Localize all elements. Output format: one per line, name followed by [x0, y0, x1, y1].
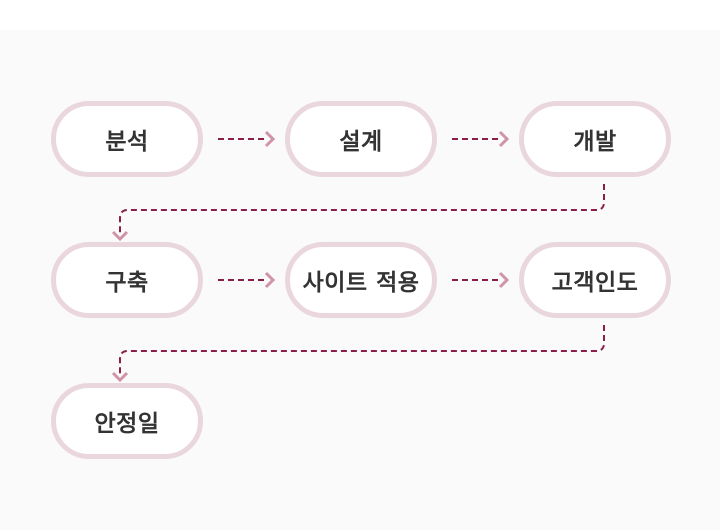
arrowhead-development-to-build — [111, 230, 129, 242]
arrowhead-site-apply-to-handover — [498, 271, 510, 289]
step-stabilization: 안정일 — [51, 383, 203, 459]
arrow-handover-to-stabilization — [119, 325, 605, 375]
step-handover: 고객인도 — [519, 242, 671, 318]
step-analysis: 분석 — [51, 101, 203, 177]
arrow-development-to-build — [119, 184, 605, 234]
step-development: 개발 — [519, 101, 671, 177]
arrowhead-build-to-site-apply — [264, 271, 276, 289]
step-design: 설계 — [285, 101, 437, 177]
arrowhead-handover-to-stabilization — [111, 371, 129, 383]
arrowhead-design-to-development — [498, 130, 510, 148]
arrowhead-analysis-to-design — [264, 130, 276, 148]
step-build: 구축 — [51, 242, 203, 318]
step-site-apply: 사이트 적용 — [285, 242, 437, 318]
top-band — [0, 0, 720, 30]
